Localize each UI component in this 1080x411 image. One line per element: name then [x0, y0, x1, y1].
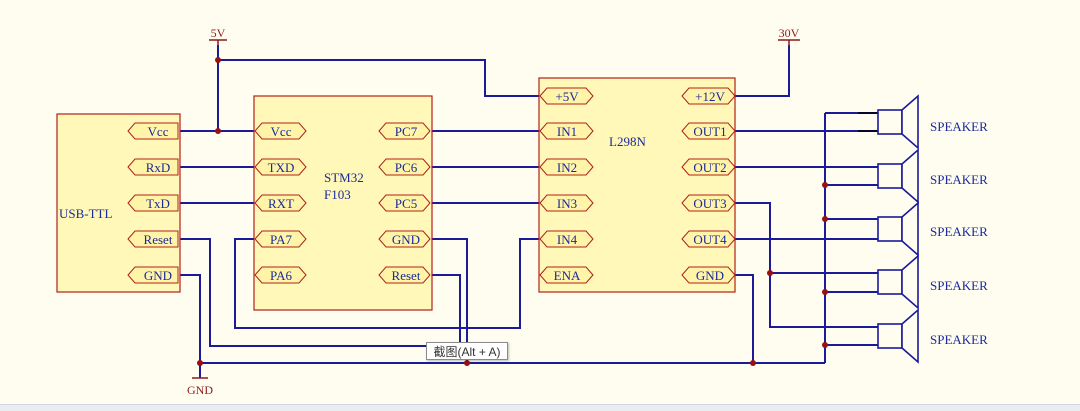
stm32-right-pin: Reset — [378, 266, 431, 284]
usb-ttl-pin: Vcc — [127, 122, 179, 140]
l298n-left-pin-label: +5V — [555, 89, 579, 104]
stm32-left-pin-label: RXT — [268, 196, 294, 211]
junction-dot — [215, 57, 221, 63]
wire-reset — [180, 238, 461, 347]
l298n-left-pin: IN4 — [539, 230, 594, 248]
stm32-right-pin-label: PC7 — [395, 124, 418, 139]
stm32-right-pin: GND — [378, 230, 431, 248]
junction-dot — [822, 216, 828, 222]
junctions — [197, 57, 828, 366]
stm32-right-pin-label: Reset — [392, 268, 421, 283]
l298n-left-pin-label: IN4 — [557, 232, 578, 247]
stm32-right-pin-label: PC5 — [395, 196, 417, 211]
l298n-right-pin-label: OUT4 — [693, 232, 727, 247]
l298n-label: L298N — [609, 134, 646, 149]
l298n-left-pin-label: IN3 — [557, 196, 577, 211]
junction-dot — [822, 182, 828, 188]
l298n-right-pin: GND — [681, 266, 736, 284]
speaker-label: SPEAKER — [930, 278, 988, 293]
stm32-right-pin: PC6 — [378, 158, 431, 176]
usb-ttl-pin-label: Reset — [144, 232, 173, 247]
junction-dot — [822, 342, 828, 348]
wire-30v — [735, 45, 790, 97]
screenshot-tooltip: 截图(Alt + A) — [426, 342, 508, 360]
l298n-module: L298N +5V IN1 IN2 IN3 IN4 ENA +12V — [538, 77, 736, 293]
l298n-left-pin: +5V — [539, 87, 594, 105]
stm32-left-pin-label: PA6 — [270, 268, 292, 283]
l298n-left-pin-label: IN2 — [557, 160, 577, 175]
usb-ttl-pin-label: GND — [144, 268, 172, 283]
speaker: SPEAKER — [877, 254, 988, 310]
l298n-right-pin-label: OUT3 — [693, 196, 726, 211]
usb-ttl-pin-label: RxD — [146, 160, 171, 175]
ground-symbol: GND — [187, 377, 213, 397]
usb-ttl-pin: TxD — [127, 194, 179, 212]
junction-dot — [197, 360, 203, 366]
stm32-module: STM32 F103 Vcc TXD RXT PA7 PA6 PC7 — [253, 95, 433, 311]
speaker-label: SPEAKER — [930, 172, 988, 187]
stm32-left-pin-label: PA7 — [270, 232, 292, 247]
wire-5v-rail — [217, 45, 540, 97]
l298n-left-pin: IN2 — [539, 158, 594, 176]
bottom-scroll-strip[interactable] — [0, 404, 1080, 411]
speaker: SPEAKER — [877, 201, 988, 257]
junction-dot — [767, 270, 773, 276]
stm32-right-pin: PC5 — [378, 194, 431, 212]
l298n-right-pin: +12V — [681, 87, 736, 105]
speaker: SPEAKER — [858, 94, 988, 150]
usb-ttl-label: USB-TTL — [59, 206, 113, 221]
junction-dot — [215, 128, 221, 134]
power-30v-label: 30V — [779, 26, 800, 40]
wire-l298n-gnd — [735, 274, 754, 363]
speaker: SPEAKER — [877, 308, 988, 364]
stm32-label-line1: STM32 — [324, 170, 364, 185]
speaker-label: SPEAKER — [930, 224, 988, 239]
speaker-label: SPEAKER — [930, 332, 988, 347]
stm32-label-line2: F103 — [324, 187, 351, 202]
stm32-right-pin: PC7 — [378, 122, 431, 140]
l298n-right-pin-label: OUT2 — [693, 160, 726, 175]
power-5v: 5V — [209, 26, 227, 46]
stm32-right-pin-label: PC6 — [395, 160, 418, 175]
junction-dot — [464, 360, 470, 366]
l298n-right-pin: OUT3 — [681, 194, 736, 212]
l298n-right-pin: OUT1 — [681, 122, 736, 140]
l298n-right-pin: OUT4 — [681, 230, 736, 248]
speaker-label: SPEAKER — [930, 119, 988, 134]
l298n-right-pin-label: GND — [696, 268, 724, 283]
speaker: SPEAKER — [877, 148, 988, 204]
ground-label: GND — [187, 383, 213, 397]
l298n-left-pin: IN3 — [539, 194, 594, 212]
power-5v-label: 5V — [211, 26, 226, 40]
l298n-left-pin-label: ENA — [554, 268, 581, 283]
l298n-left-pin-label: IN1 — [557, 124, 577, 139]
wire-pa7-in4 — [234, 238, 540, 329]
stm32-left-pin-label: Vcc — [271, 124, 292, 139]
usb-ttl-module: USB-TTL Vcc RxD TxD Reset GND — [56, 113, 181, 293]
junction-dot — [822, 289, 828, 295]
l298n-right-pin-label: +12V — [695, 89, 725, 104]
wire-stm-gnd — [432, 238, 468, 363]
stm32-left-pin: PA7 — [254, 230, 307, 248]
stm32-left-pin: Vcc — [254, 122, 307, 140]
l298n-left-pin: ENA — [539, 266, 594, 284]
usb-ttl-pin-label: Vcc — [148, 124, 169, 139]
stm32-left-pin: TXD — [254, 158, 307, 176]
stm32-left-pin: PA6 — [254, 266, 307, 284]
stm32-right-pin-label: GND — [392, 232, 420, 247]
usb-ttl-pin: GND — [127, 266, 179, 284]
junction-dot — [750, 360, 756, 366]
usb-ttl-pin: Reset — [127, 230, 179, 248]
usb-ttl-pin: RxD — [127, 158, 179, 176]
l298n-right-pin: OUT2 — [681, 158, 736, 176]
usb-ttl-pin-label: TxD — [146, 196, 170, 211]
l298n-right-pin-label: OUT1 — [693, 124, 726, 139]
wire-out3 — [735, 202, 878, 328]
stm32-left-pin: RXT — [254, 194, 307, 212]
l298n-left-pin: IN1 — [539, 122, 594, 140]
wire-usb-gnd — [180, 274, 201, 363]
power-30v: 30V — [778, 26, 800, 46]
stm32-left-pin-label: TXD — [268, 160, 295, 175]
